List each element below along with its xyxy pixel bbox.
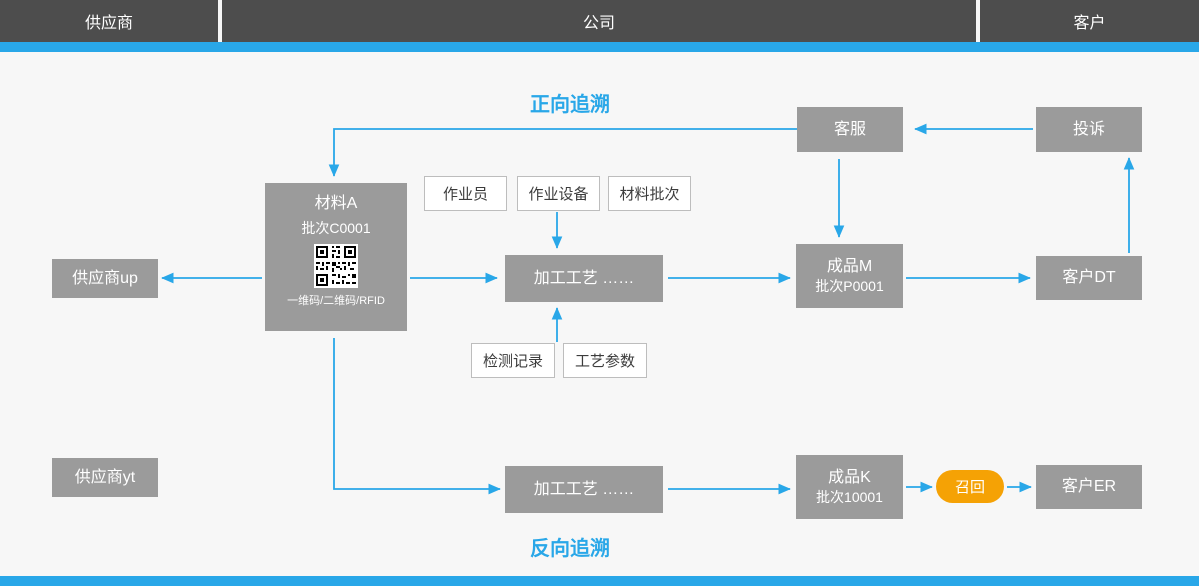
node-product-m[interactable]: 成品M 批次P0001	[796, 244, 903, 308]
node-material-a-title: 材料A	[314, 195, 358, 212]
lane-header-supplier: 供应商	[0, 0, 218, 42]
node-customer-er-label: 客户ER	[1061, 478, 1117, 496]
node-customer-dt[interactable]: 客户DT	[1036, 256, 1142, 300]
node-material-a-batch: 批次C0001	[301, 219, 371, 236]
attribute-inspection-record[interactable]: 检测记录	[471, 343, 555, 378]
attribute-equipment[interactable]: 作业设备	[517, 176, 600, 211]
lane-header-customer: 客户	[980, 0, 1199, 42]
node-recall-badge[interactable]: 召回	[936, 470, 1004, 503]
node-customer-dt-label: 客户DT	[1062, 269, 1116, 287]
node-product-m-batch: 批次P0001	[815, 278, 884, 295]
lane-label-supplier: 供应商	[84, 15, 133, 32]
attribute-process-parameter-label: 工艺参数	[574, 353, 635, 370]
node-product-k[interactable]: 成品K 批次10001	[796, 455, 903, 519]
node-material-a-footer: 一维码/二维码/RFID	[287, 295, 385, 308]
attribute-operator-label: 作业员	[442, 186, 488, 203]
node-supplier-yt-label: 供应商yt	[74, 468, 136, 486]
node-complaint-label: 投诉	[1072, 120, 1105, 138]
lane-label-company: 公司	[582, 15, 615, 32]
node-process-top[interactable]: 加工工艺 ……	[505, 255, 663, 302]
node-customer-service[interactable]: 客服	[797, 107, 903, 152]
node-process-top-label: 加工工艺 ……	[533, 269, 635, 287]
attribute-material-batch-label: 材料批次	[619, 186, 680, 203]
attribute-equipment-label: 作业设备	[528, 186, 589, 203]
node-supplier-up-label: 供应商up	[72, 269, 138, 287]
node-customer-service-label: 客服	[833, 120, 866, 138]
node-product-m-title: 成品M	[826, 257, 873, 275]
attribute-material-batch[interactable]: 材料批次	[608, 176, 691, 211]
node-process-bottom-label: 加工工艺 ……	[533, 480, 635, 498]
accent-bar-top	[0, 42, 1199, 52]
lane-header-company: 公司	[222, 0, 976, 42]
forward-trace-title: 正向追溯	[530, 94, 610, 116]
attribute-process-parameter[interactable]: 工艺参数	[563, 343, 647, 378]
node-supplier-up[interactable]: 供应商up	[52, 259, 158, 298]
node-complaint[interactable]: 投诉	[1036, 107, 1142, 152]
attribute-inspection-record-label: 检测记录	[482, 353, 543, 370]
lane-label-customer: 客户	[1073, 15, 1106, 32]
node-product-k-title: 成品K	[828, 468, 871, 486]
node-recall-label: 召回	[954, 479, 985, 496]
attribute-operator[interactable]: 作业员	[424, 176, 507, 211]
qr-code-icon	[314, 244, 358, 289]
node-customer-er[interactable]: 客户ER	[1036, 465, 1142, 509]
node-process-bottom[interactable]: 加工工艺 ……	[505, 466, 663, 513]
accent-bar-bottom	[0, 576, 1199, 586]
node-product-k-batch: 批次10001	[816, 489, 883, 506]
node-material-a[interactable]: 材料A 批次C0001	[265, 183, 407, 331]
node-supplier-yt[interactable]: 供应商yt	[52, 458, 158, 497]
backward-trace-title: 反向追溯	[530, 538, 610, 560]
